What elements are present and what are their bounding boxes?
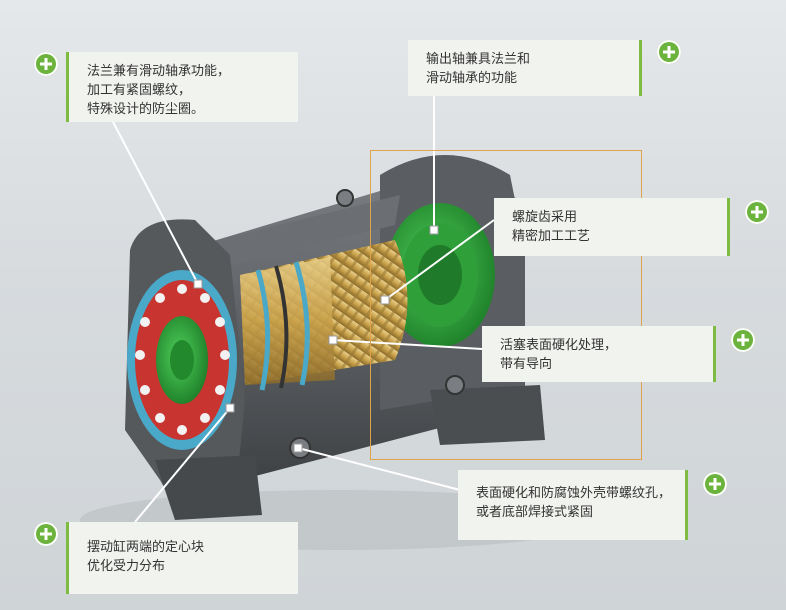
- callout-centering-line-2: 优化受力分布: [87, 559, 166, 574]
- cylinder-top-cover: [200, 195, 400, 268]
- plus-circle-icon-housing[interactable]: [703, 472, 727, 496]
- plus-circle-icon-output-shaft[interactable]: [657, 40, 681, 64]
- seal-ring: [255, 269, 271, 391]
- plus-circle-icon-piston[interactable]: [731, 328, 755, 352]
- callout-helical-teeth-line-1: 螺旋齿采用: [512, 210, 578, 225]
- callout-flange: 法兰兼有滑动轴承功能， 加工有紧固螺纹， 特殊设计的防尘圈。: [66, 52, 298, 122]
- callout-helical-teeth: 螺旋齿采用 精密加工工艺: [494, 198, 730, 256]
- callout-housing-line-1: 表面硬化和防腐蚀外壳带螺纹孔，: [476, 486, 672, 501]
- callout-output-shaft-line-2: 滑动轴承的功能: [426, 71, 518, 86]
- callout-output-shaft: 输出轴兼具法兰和 滑动轴承的功能: [408, 40, 642, 96]
- plus-circle-icon-flange[interactable]: [34, 52, 58, 76]
- callout-centering: 摆动缸两端的定心块 优化受力分布: [66, 522, 298, 594]
- callout-piston-line-1: 活塞表面硬化处理，: [500, 338, 618, 353]
- plus-circle-icon-helical-teeth[interactable]: [745, 200, 769, 224]
- output-section-highlight-frame: [370, 150, 642, 460]
- output-foot: [430, 385, 545, 445]
- callout-housing: 表面硬化和防腐蚀外壳带螺纹孔， 或者底部焊接式紧固: [458, 470, 688, 540]
- callout-flange-line-1: 法兰兼有滑动轴承功能，: [87, 64, 231, 79]
- callout-flange-line-2: 加工有紧固螺纹，: [87, 83, 192, 98]
- callout-flange-line-3: 特殊设计的防尘圈。: [87, 102, 205, 117]
- left-foot: [155, 455, 262, 520]
- callout-output-shaft-line-1: 输出轴兼具法兰和: [426, 52, 531, 67]
- callout-centering-line-1: 摆动缸两端的定心块: [87, 540, 205, 555]
- callout-housing-line-2: 或者底部焊接式紧固: [476, 505, 594, 520]
- callout-piston-line-2: 带有导向: [500, 357, 553, 372]
- plus-circle-icon-centering[interactable]: [34, 522, 58, 546]
- callout-helical-teeth-line-2: 精密加工工艺: [512, 229, 591, 244]
- callout-piston: 活塞表面硬化处理， 带有导向: [482, 326, 716, 382]
